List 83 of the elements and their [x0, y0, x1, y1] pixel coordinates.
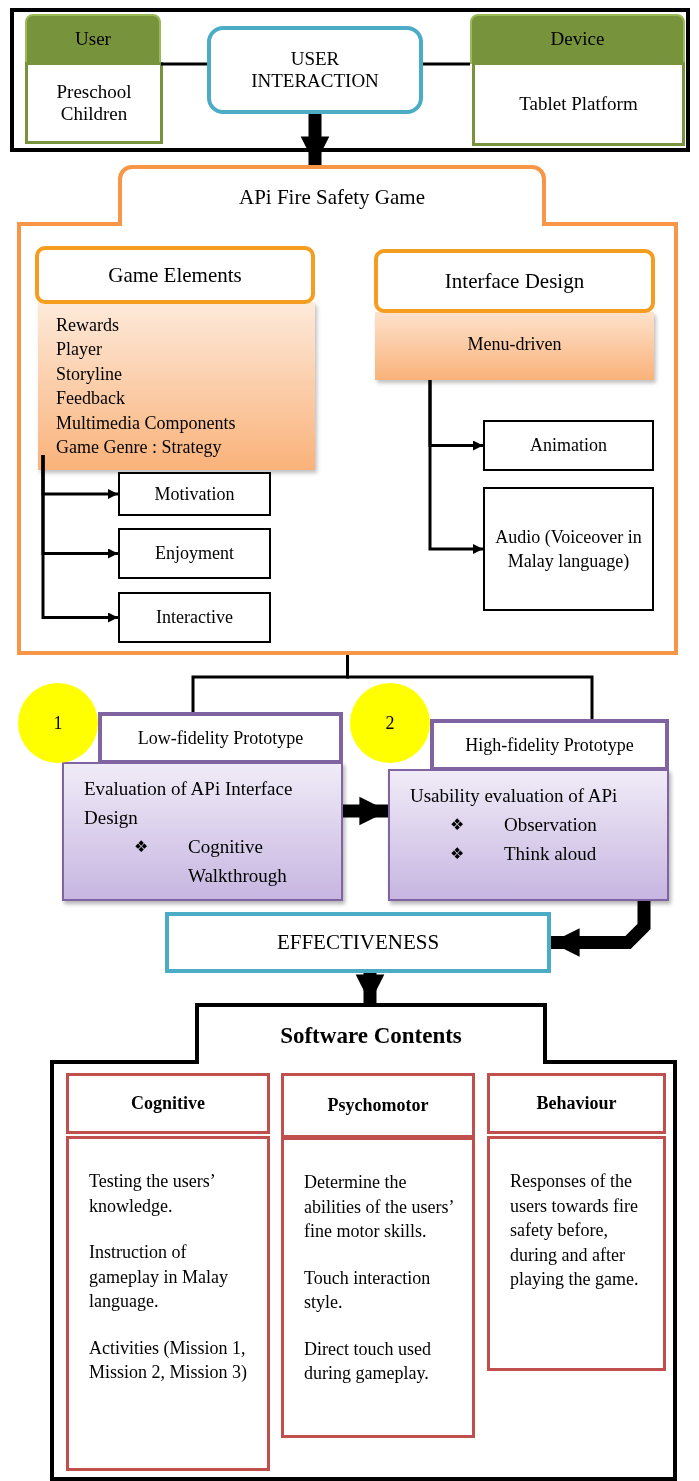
connector-line [346, 655, 594, 719]
node-text: Storyline [56, 362, 122, 386]
content-box [472, 62, 685, 146]
node-text: USER INTERACTION [250, 48, 380, 92]
arrow [355, 973, 385, 1003]
process-box [483, 487, 654, 611]
header-box [25, 14, 161, 64]
content-box [487, 1136, 666, 1371]
node-text: High-fidelity Prototype [465, 734, 634, 756]
node-text: Instruction of gameplay in Malay language. [89, 1241, 229, 1313]
header-box [281, 1073, 475, 1138]
header-box [430, 719, 669, 771]
node-text: Testing the users’ knowledge. [89, 1170, 216, 1218]
node-text: Software Contents [280, 1022, 462, 1049]
node-text: Game Genre : Strategy [56, 436, 222, 459]
connector-line [423, 62, 470, 66]
node-text: User [75, 28, 111, 50]
node-text: Interactive [156, 606, 233, 630]
node-text: Direct touch used during gameplay. [304, 1337, 432, 1385]
node-text: Preschool Children [55, 81, 133, 125]
node-text: Feedback [56, 387, 125, 410]
step-number: 1 [53, 712, 63, 734]
title-tab [195, 1003, 547, 1064]
arrow [41, 455, 118, 623]
bullet-text: Cognitive Walkthrough [188, 835, 288, 888]
process-box [165, 912, 551, 973]
bullet-symbol: ❖ [450, 843, 464, 865]
process-box [207, 26, 423, 114]
frame-box [10, 8, 690, 152]
step-number: 2 [385, 712, 395, 734]
bullet-text: Think aloud [504, 842, 597, 866]
content-box [25, 62, 163, 144]
node-text: Audio (Voiceover in Malay language) [494, 525, 643, 573]
node-text: EFFECTIVENESS [276, 930, 440, 955]
content-box [66, 1136, 270, 1471]
header-box [374, 249, 655, 313]
process-box [118, 592, 271, 643]
node-text: Menu-driven [467, 334, 562, 355]
node-text: Touch interaction style. [304, 1266, 432, 1314]
node-text: Rewards [56, 313, 119, 337]
arrow [300, 114, 330, 165]
node-text: Enjoyment [155, 542, 234, 566]
node-text: Psychomotor [327, 1095, 429, 1116]
node-text: Evaluation of APi Interface Design [84, 777, 294, 830]
arrow [551, 901, 651, 957]
node-text: Game Elements [108, 262, 242, 288]
node-text: Activities (Mission 1, Mission 2, Mission 3) [89, 1336, 249, 1384]
process-box [118, 472, 271, 516]
node-text: Motivation [154, 482, 235, 506]
header-box [487, 1073, 666, 1134]
header-box [470, 14, 685, 64]
header-box [98, 712, 343, 764]
node-text: Interface Design [444, 268, 585, 294]
content-box [375, 312, 654, 380]
bullet-text: Observation [504, 813, 597, 837]
node-text: Multimedia Components [56, 411, 236, 435]
node-text: Animation [530, 434, 607, 458]
content-box [281, 1137, 475, 1438]
node-text: Tablet Platform [519, 93, 638, 115]
bullet-symbol: ❖ [134, 836, 148, 858]
process-box [118, 528, 271, 579]
process-box [483, 420, 654, 471]
node-text: APi Fire Safety Game [238, 185, 425, 210]
section-frame [50, 1060, 677, 1481]
node-text: Device [550, 28, 605, 50]
node-text: Usability evaluation of APi [410, 784, 618, 808]
section-frame [17, 222, 678, 655]
content-box [388, 769, 669, 901]
header-box [66, 1073, 270, 1134]
node-text: Cognitive [131, 1093, 205, 1114]
bullet-symbol: ❖ [450, 814, 464, 836]
node-text: Determine the abilities of the users’ fine motor skills. [304, 1171, 455, 1243]
arrow [428, 380, 483, 554]
content-box [62, 762, 343, 901]
list-box [38, 302, 315, 470]
connector-line [161, 62, 207, 66]
node-text: Responses of the users towards fire safety before, during and after playing the game. [510, 1170, 640, 1291]
header-box [35, 246, 315, 304]
title-tab [118, 165, 546, 226]
node-text: Low-fidelity Prototype [137, 727, 304, 749]
node-text: Behaviour [536, 1093, 617, 1114]
arrow [343, 796, 388, 826]
node-text: Player [56, 338, 102, 361]
